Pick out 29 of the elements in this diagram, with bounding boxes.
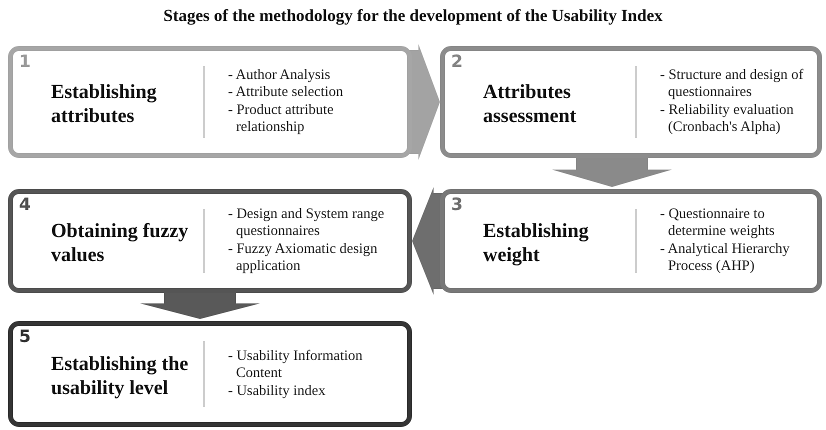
bullet-item: - Attribute selection <box>228 84 344 102</box>
stage-title: Obtaining fuzzy values <box>51 219 190 267</box>
bullet-item: - Design and System range questionnaires <box>228 206 386 241</box>
step-number: 2 <box>451 52 463 72</box>
step-number: 5 <box>19 327 31 347</box>
step-number: 1 <box>19 52 31 72</box>
bullet-item: - Reliability evaluation (Cronbach's Alpha) <box>660 102 795 137</box>
stage-title: Establishing the usability level <box>51 352 190 400</box>
stage-title: Attributes assessment <box>483 80 578 128</box>
stage-box <box>8 189 412 293</box>
stage-box <box>8 46 412 158</box>
stage-box <box>8 321 412 427</box>
bullet-item: - Structure and design of questionnaires <box>660 67 804 102</box>
stage-title: Establishing weight <box>483 219 590 267</box>
step-number: 3 <box>451 195 463 215</box>
bullet-item: - Analytical Hierarchy Process (AHP) <box>660 240 791 276</box>
step-number: 4 <box>19 195 31 215</box>
bullet-item: - Usability Information Content <box>228 348 364 383</box>
bullet-item: - Fuzzy Axiomatic design application <box>228 240 378 276</box>
stage-box <box>440 46 822 158</box>
bullet-item: - Questionnaire to determine weights <box>660 206 776 241</box>
bullet-item: - Author Analysis <box>228 67 332 84</box>
block-arrow <box>140 293 260 319</box>
stage-title: Establishing attributes <box>51 80 158 128</box>
stage-box <box>440 189 822 293</box>
diagram-title: Stages of the methodology for the development of the Usability Index <box>162 6 664 26</box>
bullet-item: - Product attribute relationship <box>228 102 335 137</box>
block-arrow <box>552 158 672 187</box>
bullet-item: - Usability index <box>228 382 326 400</box>
